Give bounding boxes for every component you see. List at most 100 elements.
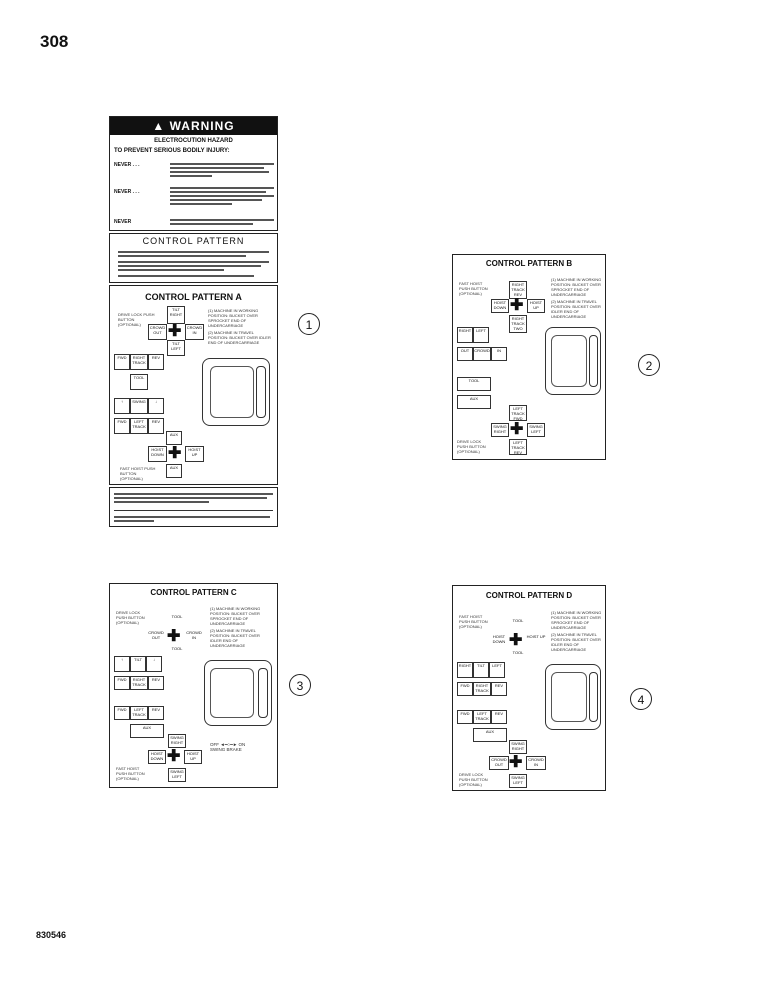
fwd-cell-d: FWD xyxy=(457,682,473,696)
rev-cell-c: REV xyxy=(148,676,164,690)
left-track-rev-cell: LEFT TRACK REV xyxy=(509,439,527,455)
hoist-down-cell-c: HOIST DOWN xyxy=(148,750,166,764)
fast-hoist-note-c: FAST HOIST PUSH BUTTON (OPTIONAL) xyxy=(116,766,145,781)
never-label-1: NEVER . . . xyxy=(114,162,140,168)
control-pattern-b: CONTROL PATTERN B FAST HOIST PUSH BUTTON… xyxy=(452,254,606,460)
fast-hoist-note: FAST HOIST PUSH BUTTON (OPTIONAL) xyxy=(120,466,156,481)
hoist-down-cell-b: HOIST DOWN xyxy=(491,299,509,313)
swing-left-cell-b: SWING LEFT xyxy=(527,423,545,437)
tilt-down-cell-c: ↓ xyxy=(146,656,162,672)
fwd-left-cell: FWD xyxy=(114,418,130,434)
seat-cushion xyxy=(210,366,254,418)
aux-cell: AUX xyxy=(166,431,182,445)
hoist-cross-icon: ✚ xyxy=(168,445,182,462)
seat-illustration-d xyxy=(545,664,601,730)
crowd-out-cell: CROWD OUT xyxy=(148,324,167,340)
rev-left-cell-c: REV xyxy=(148,706,164,720)
never-label-2: NEVER . . . xyxy=(114,189,140,195)
aux-cell-b: AUX xyxy=(457,395,491,409)
drive-lock-note-d: DRIVE LOCK PUSH BUTTON (OPTIONAL) xyxy=(459,772,488,787)
right-track-cell: RIGHT TRACK xyxy=(130,354,148,370)
warning-decal: ▲ WARNING ELECTROCUTION HAZARD TO PREVEN… xyxy=(109,116,278,231)
warning-text-3 xyxy=(170,217,274,227)
right-track-cell-d: RIGHT TRACK xyxy=(473,682,491,696)
control-cross-icon-c: ✚ xyxy=(167,628,181,645)
callout-3: 3 xyxy=(289,674,311,696)
tool-label-c: TOOL xyxy=(168,614,186,626)
position-note-d1: (1) MACHINE IN WORKING POSITION: BUCKET … xyxy=(551,610,602,630)
drive-lock-note-c: DRIVE LOCK PUSH BUTTON (OPTIONAL) xyxy=(116,610,145,625)
seat-cushion-d xyxy=(551,672,587,722)
swing-cell: SWING xyxy=(130,398,148,414)
position-note-2: (2) MACHINE IN TRAVEL POSITION: BUCKET O… xyxy=(208,330,271,345)
tilt-cell-d: TILT xyxy=(473,662,489,678)
hoist-down-cell-d: HOIST DOWN xyxy=(489,634,509,648)
tilt-cell-c: TILT xyxy=(130,656,146,672)
left-track-fwd-cell: LEFT TRACK FWD xyxy=(509,405,527,421)
tool-cell-b: TOOL xyxy=(457,377,491,391)
fwd-cell: FWD xyxy=(114,354,130,370)
seat-illustration-b xyxy=(545,327,601,395)
document-code: 830546 xyxy=(36,930,67,940)
crowd-in-cell-d: CROWD IN xyxy=(526,756,546,770)
seat-armrest-c xyxy=(258,668,268,718)
drive-lock-note-b: DRIVE LOCK PUSH BUTTON (OPTIONAL) xyxy=(457,439,486,454)
control-pattern-d-title: CONTROL PATTERN D xyxy=(485,591,573,600)
right-track-two-cell: RIGHT TRACK TWO xyxy=(509,315,527,333)
fast-hoist-note-d: FAST HOIST PUSH BUTTON (OPTIONAL) xyxy=(459,614,488,629)
position-note-1: (1) MACHINE IN WORKING POSITION: BUCKET … xyxy=(208,308,259,328)
warning-banner-text: WARNING xyxy=(169,119,235,133)
left-track-cell: LEFT TRACK xyxy=(130,418,148,434)
tilt-right-cell-b: RIGHT xyxy=(457,327,473,343)
warning-triangle-icon: ▲ xyxy=(152,119,166,133)
warning-text-1 xyxy=(170,161,274,179)
control-cross-icon-b: ✚ xyxy=(510,297,524,314)
seat-illustration-c xyxy=(204,660,272,726)
control-pattern-a: CONTROL PATTERN A DRIVE LOCK PUSH BUTTON… xyxy=(109,285,278,485)
tool-label-d: TOOL xyxy=(509,618,527,630)
position-note-b1: (1) MACHINE IN WORKING POSITION: BUCKET … xyxy=(551,277,602,297)
swing-right-cell-c: SWING RIGHT xyxy=(168,734,186,748)
warning-banner: ▲ WARNING xyxy=(110,117,277,135)
callout-1: 1 xyxy=(298,313,320,335)
in-cell-b: IN xyxy=(491,347,507,361)
control-pattern-intro: CONTROL PATTERN xyxy=(109,233,278,283)
swing-left-cell-d: SWING LEFT xyxy=(509,774,527,788)
control-pattern-b-title: CONTROL PATTERN B xyxy=(485,259,573,268)
out-cell-b: OUT xyxy=(457,347,473,361)
swing-cross-icon-b: ✚ xyxy=(510,421,524,438)
footer-text-2 xyxy=(114,514,273,524)
right-track-rev-cell: RIGHT TRACK REV xyxy=(509,281,527,299)
hoist-up-cell-c: HOIST UP xyxy=(184,750,202,764)
tilt-right-cell-d: RIGHT xyxy=(457,662,473,678)
tool-lower-label-c: TOOL xyxy=(168,646,186,658)
right-track-cell-c: RIGHT TRACK xyxy=(130,676,148,690)
seat-illustration xyxy=(202,358,270,426)
tool-lower-label-d: TOOL xyxy=(509,650,527,662)
tilt-right-cell: TILT RIGHT xyxy=(167,306,185,324)
tilt-left-cell-b: LEFT xyxy=(473,327,489,343)
warning-text-2 xyxy=(170,185,274,207)
left-track-cell-c: LEFT TRACK xyxy=(130,706,148,720)
crowd-out-cell-c: CROWD OUT xyxy=(146,630,166,644)
fast-hoist-note-b: FAST HOIST PUSH BUTTON (OPTIONAL) xyxy=(459,281,488,296)
tilt-up-cell-c: ↑ xyxy=(114,656,130,672)
fwd-left-cell-c: FWD xyxy=(114,706,130,720)
tilt-left-cell-d: LEFT xyxy=(489,662,505,678)
seat-cushion-b xyxy=(551,335,587,387)
control-pattern-a-title: CONTROL PATTERN A xyxy=(145,292,242,302)
crowd-cell-b: CROWD xyxy=(473,347,491,361)
position-note-c1: (1) MACHINE IN WORKING POSITION: BUCKET … xyxy=(210,606,261,626)
rev-cell-d: REV xyxy=(491,682,507,696)
control-pattern-c-title: CONTROL PATTERN C xyxy=(150,588,237,597)
hoist-up-cell-b: HOIST UP xyxy=(527,299,545,313)
hoist-cross-icon-c: ✚ xyxy=(167,748,181,765)
hoist-up-cell-d: HOIST UP xyxy=(526,634,546,648)
hazard-title: ELECTROCUTION HAZARD xyxy=(154,138,233,144)
control-pattern-d: CONTROL PATTERN D FAST HOIST PUSH BUTTON… xyxy=(452,585,606,791)
aux-cell-d: AUX xyxy=(473,728,507,742)
control-cross-icon-d: ✚ xyxy=(509,632,523,649)
fwd-left-cell-d: FWD xyxy=(457,710,473,724)
position-note-b2: (2) MACHINE IN TRAVEL POSITION: BUCKET O… xyxy=(551,299,601,319)
